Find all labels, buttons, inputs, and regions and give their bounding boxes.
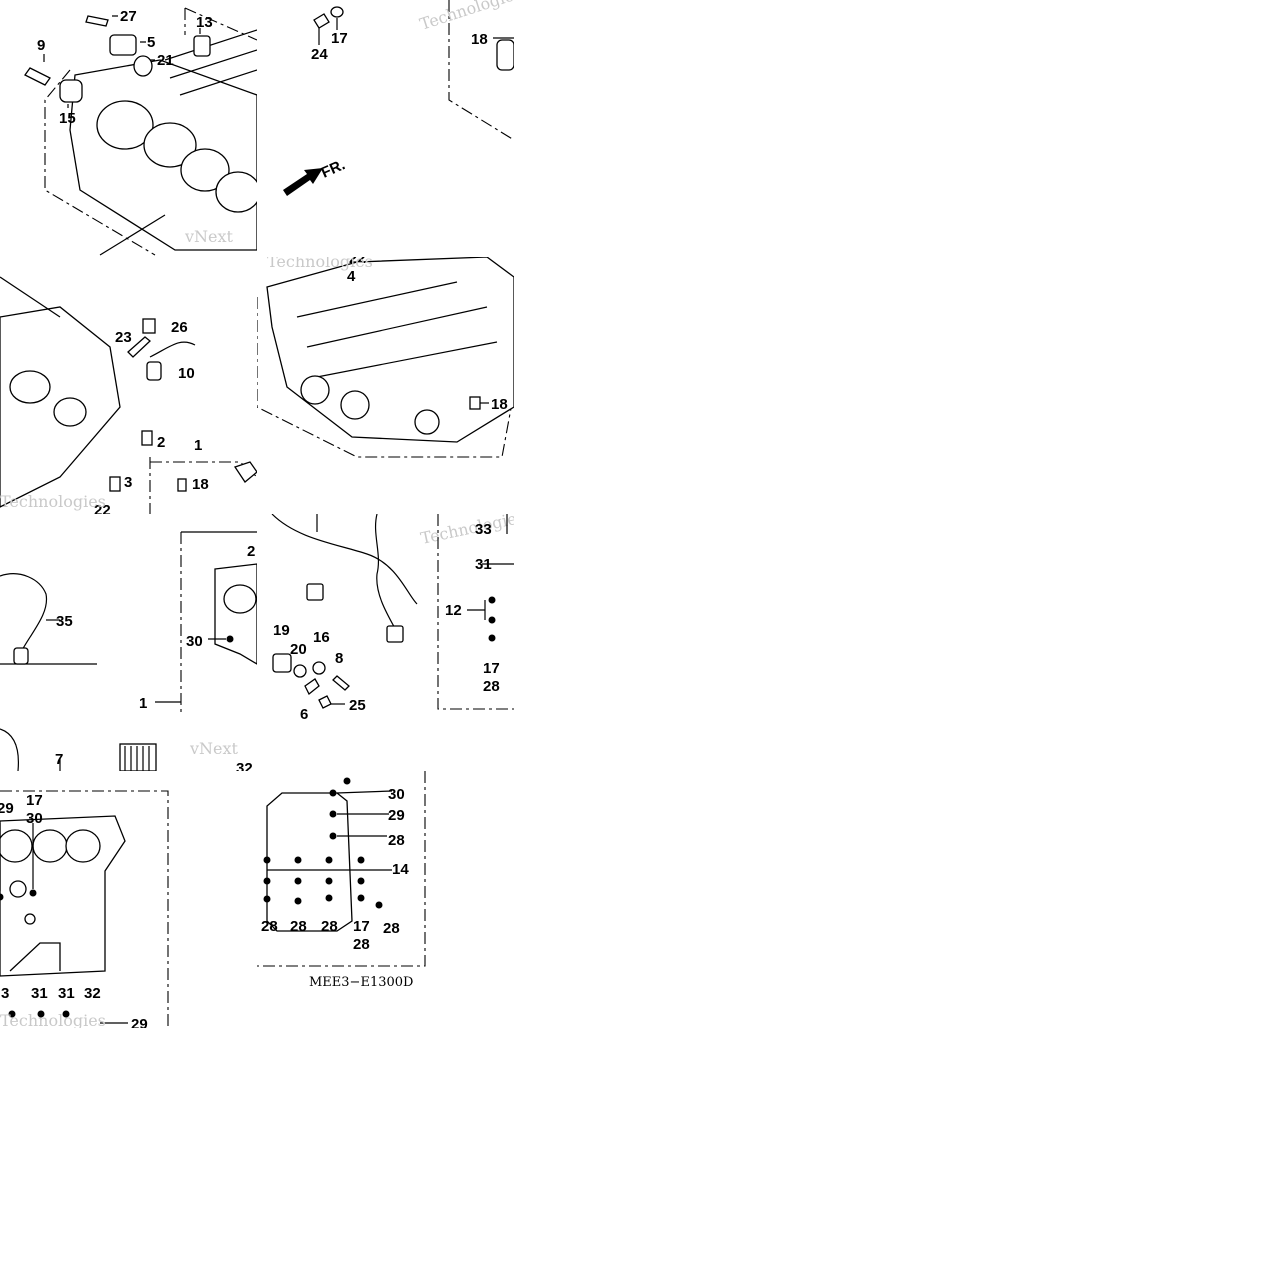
callout-1-b: 1 (139, 695, 147, 712)
callout-29: 29 (388, 807, 405, 824)
svg-text:Technologies: Technologies (419, 514, 514, 548)
callout-2-b: 2 (247, 543, 255, 560)
callout-5: 5 (147, 34, 155, 51)
callout-18-b: 18 (491, 396, 508, 413)
callout-23: 23 (115, 329, 132, 346)
svg-text:Technologies: Technologies (0, 492, 106, 511)
callout-30-b: 30 (388, 786, 405, 803)
svg-text:Technologies: Technologies (417, 0, 514, 34)
diagram-code: MEE3−E1300D (309, 975, 413, 990)
callout-27: 27 (120, 8, 137, 25)
callout-24: 24 (311, 46, 328, 63)
diagram-tile-harness: 19 20 16 8 6 25 Technologies 33 31 12 17… (257, 514, 514, 771)
callout-3-b: 3 (1, 985, 9, 1002)
callout-17-d: 17 (26, 792, 43, 809)
callout-32-b: 32 (84, 985, 101, 1002)
callout-30-c: 30 (26, 810, 43, 827)
callout-21: 21 (157, 52, 174, 69)
callout-25: 25 (349, 697, 366, 714)
callout-28: 28 (483, 678, 500, 695)
diagram-tile-block-bottom: 29 17 30 3 31 31 32 29 Technologies (0, 771, 257, 1028)
callout-20: 20 (290, 641, 307, 658)
svg-text:Technologies: Technologies (0, 1011, 106, 1028)
svg-text:vNext: vNext (189, 739, 239, 758)
callout-26: 26 (171, 319, 188, 336)
callout-18: 18 (471, 31, 488, 48)
callout-9: 9 (37, 37, 45, 54)
callout-28-e: 28 (321, 918, 338, 935)
callout-8: 8 (335, 650, 343, 667)
callout-16: 16 (313, 629, 330, 646)
svg-text:vNext: vNext (184, 227, 234, 246)
callout-28-g: 28 (383, 920, 400, 937)
diagram-tile-front: FR. 24 17 18 Technologies (257, 0, 514, 257)
callout-28-c: 28 (261, 918, 278, 935)
callout-1: 1 (194, 437, 202, 454)
callout-28-b: 28 (388, 832, 405, 849)
diagram-tile-cylinder-head: 27 5 13 9 21 15 vNext (0, 0, 257, 257)
diagram-tile-crankcase: 4 22 18 Technologies (257, 257, 514, 514)
callout-22-b: 22 (94, 502, 111, 514)
callout-31-b: 31 (31, 985, 48, 1002)
svg-text:Technologies: Technologies (267, 257, 373, 271)
callout-14: 14 (392, 861, 409, 878)
callout-31-c: 31 (58, 985, 75, 1002)
callout-28-f: 28 (353, 936, 370, 953)
callout-18-c: 18 (192, 476, 209, 493)
diagram-tile-sensors: 26 23 10 2 1 3 18 22 Technologies (0, 257, 257, 514)
callout-2: 2 (157, 434, 165, 451)
callout-4: 4 (347, 268, 356, 285)
callout-28-d: 28 (290, 918, 307, 935)
callout-32: 32 (236, 760, 253, 771)
callout-17-c: 17 (353, 918, 370, 935)
callout-30: 30 (186, 633, 203, 650)
callout-29-c: 29 (131, 1016, 148, 1028)
callout-22: 22 (349, 257, 366, 267)
diagram-tile-gasket: 35 7 2 30 1 32 vNext (0, 514, 257, 771)
callout-12: 12 (445, 602, 462, 619)
callout-6: 6 (300, 706, 308, 723)
callout-15: 15 (59, 110, 76, 127)
callout-33: 33 (475, 521, 492, 538)
callout-35: 35 (56, 613, 73, 630)
callout-3: 3 (124, 474, 132, 491)
diagram-tile-oilpan: 30 29 28 14 28 28 28 17 28 28 MEE3−E1300… (257, 771, 514, 1028)
direction-label: FR. (319, 156, 348, 181)
callout-17-b: 17 (483, 660, 500, 677)
callout-19: 19 (273, 622, 290, 639)
callout-17: 17 (331, 30, 348, 47)
callout-29-b: 29 (0, 800, 14, 817)
callout-7: 7 (55, 751, 63, 768)
callout-13: 13 (196, 14, 213, 31)
callout-31: 31 (475, 556, 492, 573)
callout-10: 10 (178, 365, 195, 382)
